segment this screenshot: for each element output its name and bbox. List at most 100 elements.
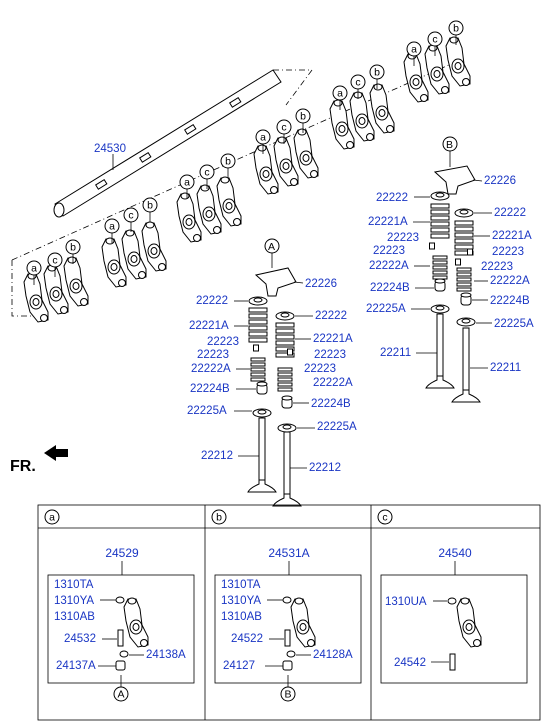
label-key-a4[interactable]: 22223 — [304, 363, 336, 375]
letter-callout-0-0: a — [26, 260, 42, 276]
ref-callout-A-text: A — [117, 689, 124, 701]
shaft-label[interactable]: 24530 — [94, 143, 126, 155]
front-label: FR. — [10, 458, 36, 475]
part-label-2[interactable]: 1310AB — [54, 611, 95, 623]
part-label-0[interactable]: 1310TA — [54, 579, 94, 591]
table-header-c: c — [377, 509, 393, 525]
letter-callout-2-0: a — [179, 174, 195, 190]
assembly-number[interactable]: 24529 — [105, 546, 139, 560]
part-label-0[interactable]: 1310UA — [385, 596, 427, 608]
label-inner-spring-a2[interactable]: 22222A — [313, 377, 353, 389]
part-label-5[interactable]: 24138A — [146, 649, 186, 661]
label-bridge-a[interactable]: 22226 — [305, 278, 337, 290]
ref-callout-B: B — [280, 686, 296, 702]
letter-callout-5-1-text: c — [432, 34, 437, 46]
ref-callout-A: A — [113, 686, 129, 702]
label-key-b1[interactable]: 22223 — [387, 232, 419, 244]
part-label-2[interactable]: 1310AB — [221, 611, 262, 623]
table-header-a-text: a — [49, 512, 55, 524]
letter-callout-0-2: b — [65, 239, 81, 255]
ref-callout-B-text: B — [284, 689, 291, 701]
label-retainer-b[interactable]: 22222 — [376, 192, 408, 204]
label-seat-a[interactable]: 22225A — [187, 405, 227, 417]
table-panels: 24529 1310TA 1310YA 1310AB 24532 24137A 24138A… — [47, 546, 528, 702]
letter-callout-2-2-text: b — [225, 156, 231, 168]
label-valve-a[interactable]: 22212 — [201, 450, 233, 462]
letter-callout-5-0: a — [406, 41, 422, 57]
letter-callout-1-1-text: c — [128, 210, 133, 222]
labels-assembly-a: 22226 22222 22222 22221A 22221A 22223 22… — [187, 278, 357, 474]
part-label-3[interactable]: 24532 — [64, 633, 96, 645]
letter-callout-0-2-text: b — [70, 242, 76, 254]
label-seal-b[interactable]: 22224B — [370, 282, 410, 294]
part-label-4[interactable]: 24137A — [56, 660, 96, 672]
label-valve-b2[interactable]: 22211 — [490, 362, 521, 374]
variants-table — [37, 504, 541, 721]
label-spring-a[interactable]: 22221A — [189, 320, 229, 332]
label-key-a1[interactable]: 22223 — [207, 336, 239, 348]
label-seal-a[interactable]: 22224B — [190, 383, 230, 395]
letter-callout-1-1: c — [123, 207, 139, 223]
rocker-shaft[interactable] — [53, 69, 313, 218]
label-seat-b[interactable]: 22225A — [366, 303, 406, 315]
label-bridge-b[interactable]: 22226 — [484, 175, 516, 187]
letter-callout-5-0-text: a — [411, 44, 417, 56]
label-valve-b[interactable]: 22211 — [380, 347, 411, 359]
label-inner-spring-a[interactable]: 22222A — [191, 363, 231, 375]
label-seat-a2[interactable]: 22225A — [317, 421, 357, 433]
label-seal-a2[interactable]: 22224B — [311, 398, 351, 410]
part-label-1[interactable]: 1310YA — [54, 595, 94, 607]
label-spring-a2[interactable]: 22221A — [313, 333, 353, 345]
letter-callout-0-1-text: c — [52, 255, 57, 267]
label-retainer-a2[interactable]: 22222 — [315, 310, 347, 322]
letter-callout-3-1-text: c — [281, 122, 286, 134]
label-inner-spring-b[interactable]: 22222A — [369, 260, 409, 272]
labels-assembly-b: 22226 22222 22222 22221A 22221A 22223 22… — [366, 175, 534, 374]
assembly-number[interactable]: 24531A — [268, 546, 309, 560]
table-panel-c: 24540 1310UA 24542 — [380, 546, 528, 684]
label-key-b4[interactable]: 22223 — [481, 261, 513, 273]
callout-a-top: A — [268, 241, 275, 253]
letter-callout-4-0: a — [332, 85, 348, 101]
label-inner-spring-b2[interactable]: 22222A — [490, 275, 530, 287]
table-panel-a: 24529 1310TA 1310YA 1310AB 24532 24137A 24138A… — [47, 546, 195, 702]
letter-callout-1-2-text: b — [147, 200, 153, 212]
table-header-a: a — [44, 509, 60, 525]
part-label-5[interactable]: 24128A — [313, 649, 353, 661]
valve-assembly-b[interactable]: B — [425, 136, 481, 403]
label-spring-b2[interactable]: 22221A — [492, 230, 532, 242]
label-retainer-a[interactable]: 22222 — [196, 295, 228, 307]
rocker-arm-detail — [290, 597, 316, 648]
letter-callout-1-0-text: a — [109, 221, 115, 233]
label-seat-b2[interactable]: 22225A — [494, 318, 534, 330]
table-panel-b: 24531A 1310TA 1310YA 1310AB 24522 24127 24128A… — [214, 546, 362, 702]
letter-callout-0-1: c — [47, 252, 63, 268]
part-label-1[interactable]: 1310YA — [221, 595, 261, 607]
letter-callout-5-2-text: b — [453, 23, 459, 35]
letter-callout-4-0-text: a — [337, 88, 343, 100]
part-label-3[interactable]: 24522 — [231, 633, 263, 645]
rocker-arm-detail — [456, 597, 482, 648]
label-key-a2[interactable]: 22223 — [197, 349, 229, 361]
part-label-4[interactable]: 24127 — [223, 660, 255, 672]
part-label-1[interactable]: 24542 — [394, 657, 426, 669]
label-key-b2[interactable]: 22223 — [373, 245, 405, 257]
label-retainer-b2[interactable]: 22222 — [494, 207, 526, 219]
assembly-number[interactable]: 24540 — [438, 546, 472, 560]
valve-assembly-a[interactable]: A — [247, 238, 302, 507]
label-spring-b[interactable]: 22221A — [368, 216, 408, 228]
part-label-0[interactable]: 1310TA — [221, 579, 261, 591]
label-valve-a2[interactable]: 22212 — [309, 462, 341, 474]
letter-callout-1-0: a — [104, 218, 120, 234]
label-key-a3[interactable]: 22223 — [314, 349, 346, 361]
label-key-b3[interactable]: 22223 — [492, 246, 524, 258]
letter-callout-2-2: b — [220, 153, 236, 169]
letter-callout-4-2: b — [369, 64, 385, 80]
letter-callout-1-2: b — [142, 197, 158, 213]
letter-callout-2-0-text: a — [184, 177, 190, 189]
label-seal-b2[interactable]: 22224B — [490, 295, 530, 307]
letter-callout-4-1: c — [350, 74, 366, 90]
